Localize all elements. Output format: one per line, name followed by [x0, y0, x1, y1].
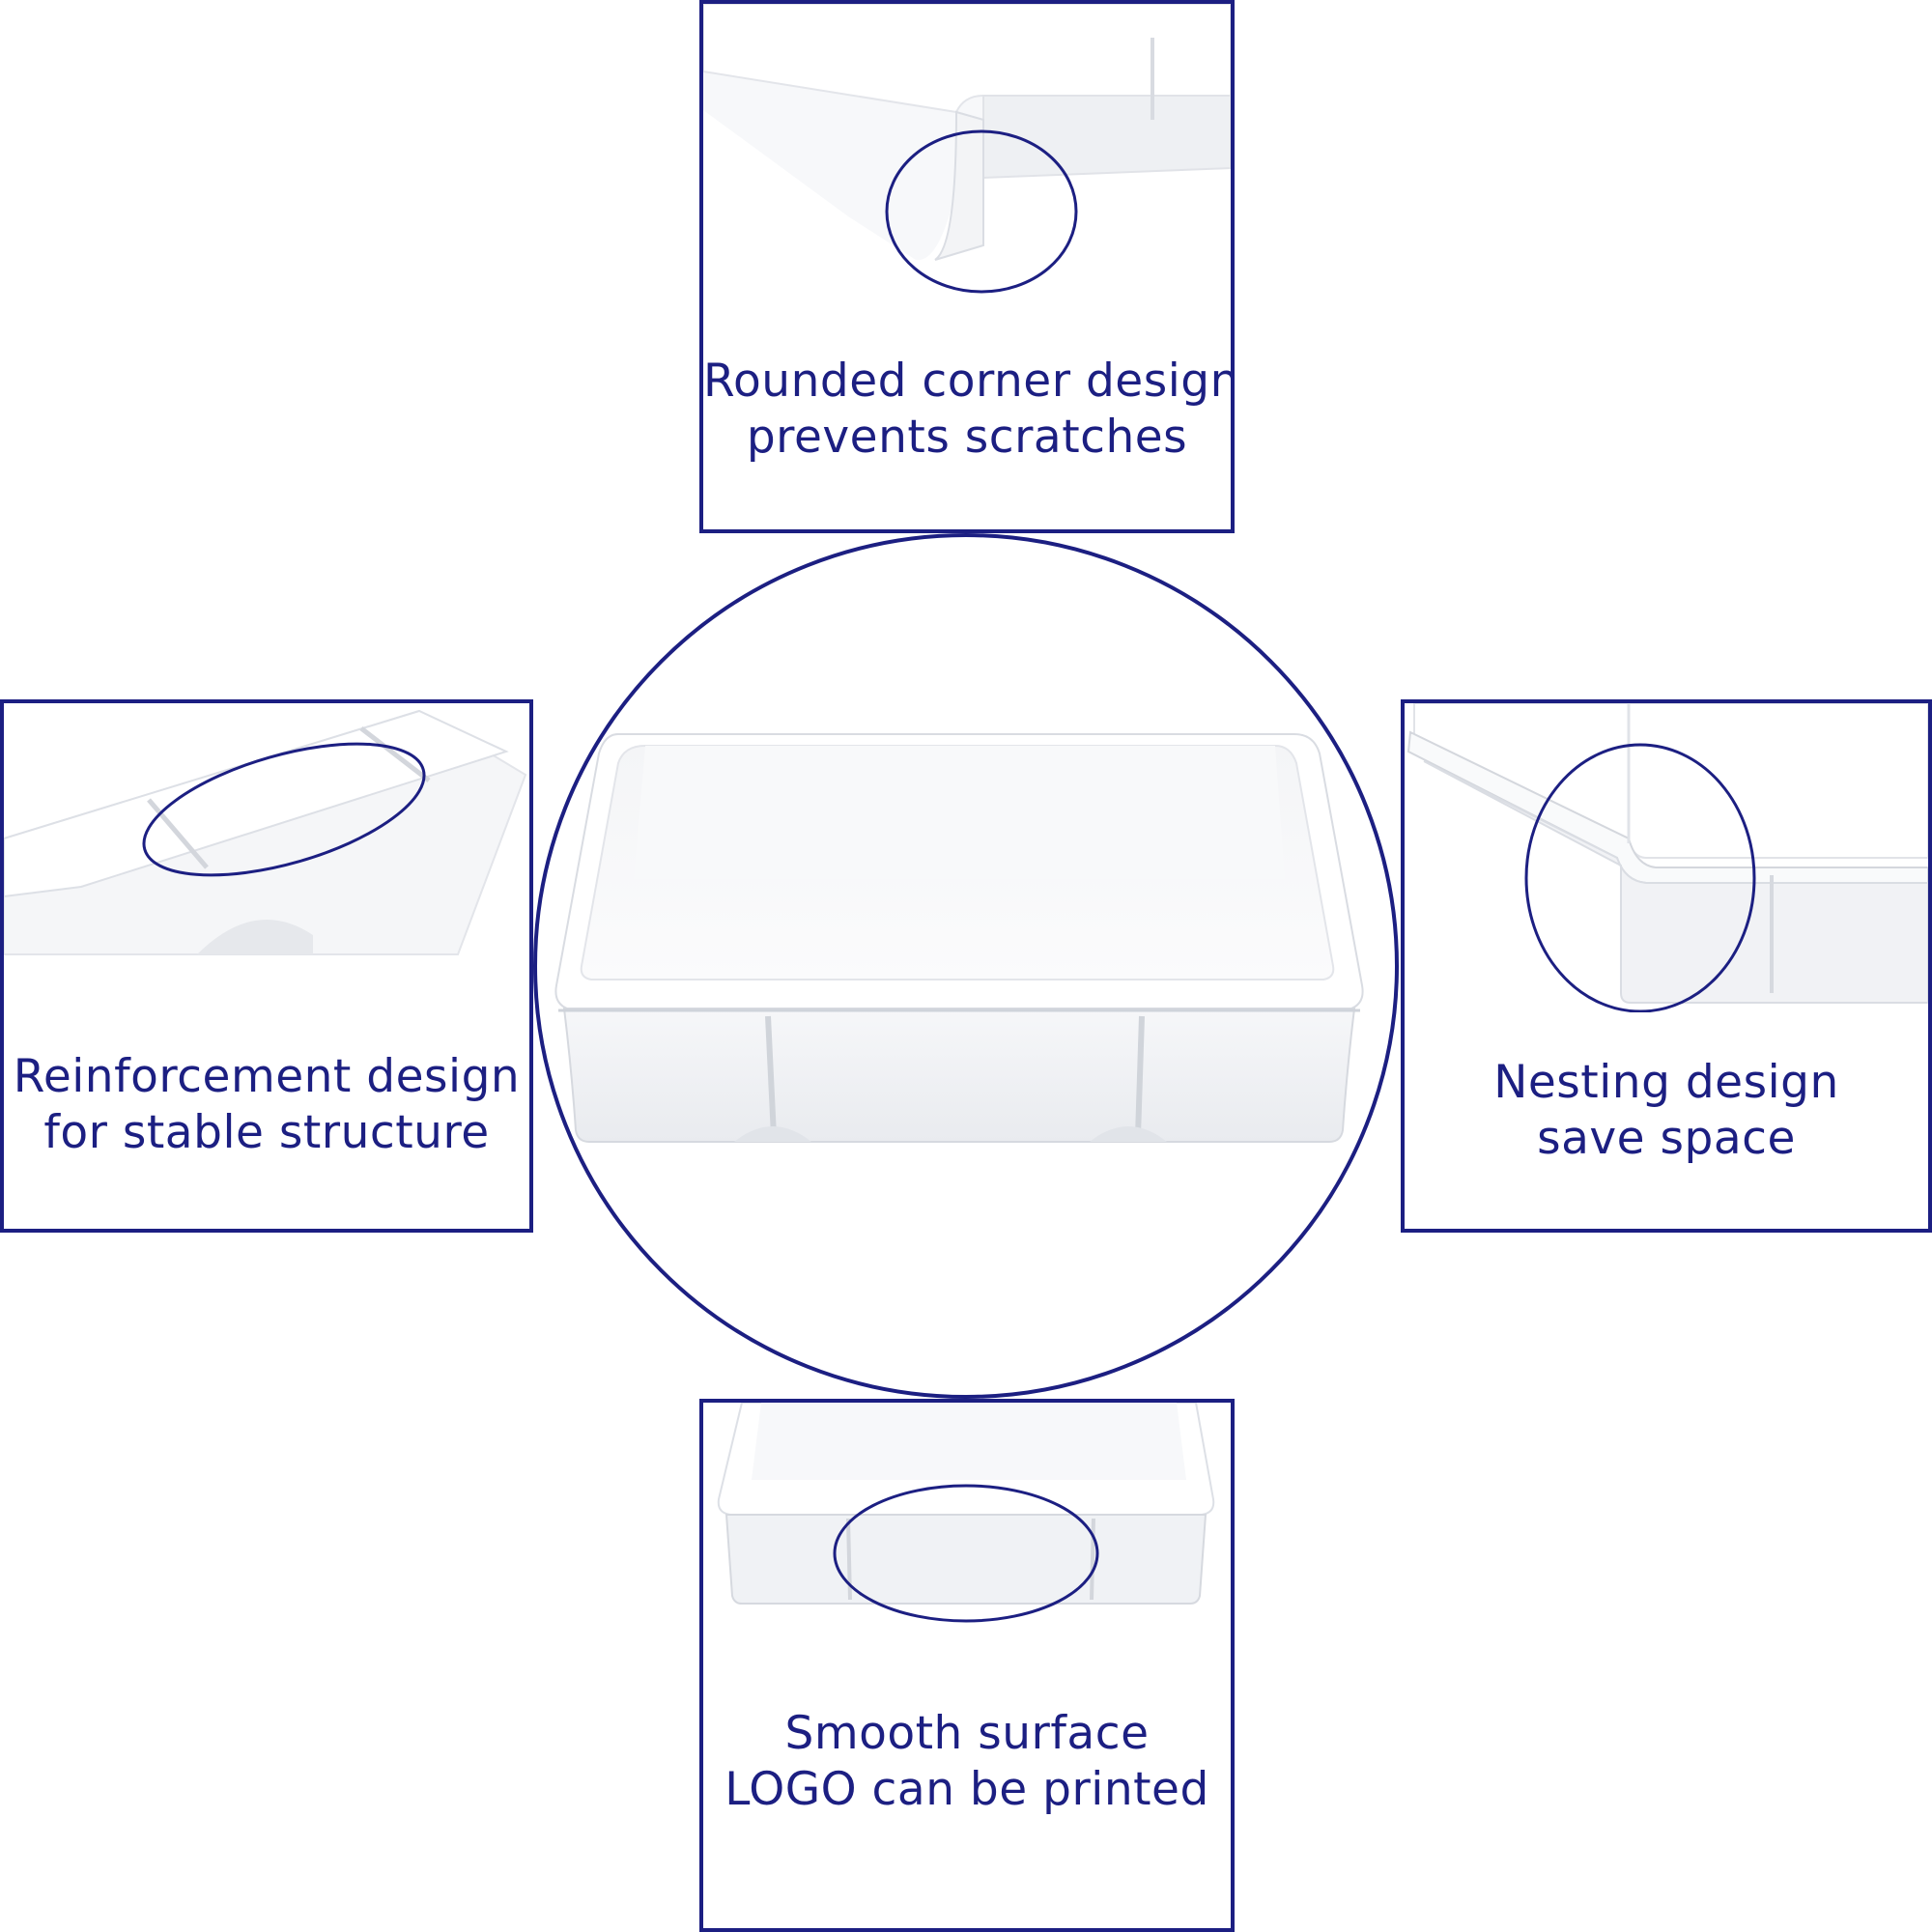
- highlight-oval: [885, 129, 1078, 294]
- smooth-surface-closeup: [717, 1403, 1215, 1623]
- feature-panel-nesting: Nesting design save space: [1401, 699, 1932, 1233]
- feature-caption: Reinforcement design for stable structur…: [4, 1049, 529, 1161]
- feature-caption: Smooth surface LOGO can be printed: [703, 1706, 1231, 1818]
- feature-caption: Rounded corner design prevents scratches: [703, 354, 1231, 466]
- caption-line-2: LOGO can be printed: [724, 1763, 1209, 1816]
- highlight-circle: [533, 533, 1399, 1399]
- reinforcement-closeup: [4, 709, 527, 955]
- highlight-oval: [1524, 743, 1756, 1012]
- feature-caption: Nesting design save space: [1405, 1055, 1928, 1167]
- caption-line-1: Smooth surface: [784, 1707, 1150, 1760]
- caption-line-2: save space: [1537, 1112, 1796, 1165]
- rounded-corner-closeup: [703, 4, 1231, 294]
- feature-panel-rounded-corner: Rounded corner design prevents scratches: [699, 0, 1235, 533]
- tray-image: [554, 733, 1364, 1143]
- highlight-oval: [142, 742, 426, 877]
- caption-line-1: Rounded corner design: [703, 355, 1235, 408]
- nesting-closeup: [1406, 703, 1928, 1012]
- caption-line-2: for stable structure: [43, 1106, 490, 1159]
- caption-line-1: Nesting design: [1493, 1056, 1839, 1109]
- feature-panel-smooth-surface: Smooth surface LOGO can be printed: [699, 1399, 1235, 1932]
- caption-line-2: prevents scratches: [746, 411, 1188, 464]
- feature-panel-reinforcement: Reinforcement design for stable structur…: [0, 699, 533, 1233]
- highlight-oval: [833, 1484, 1099, 1623]
- caption-line-1: Reinforcement design: [13, 1050, 521, 1103]
